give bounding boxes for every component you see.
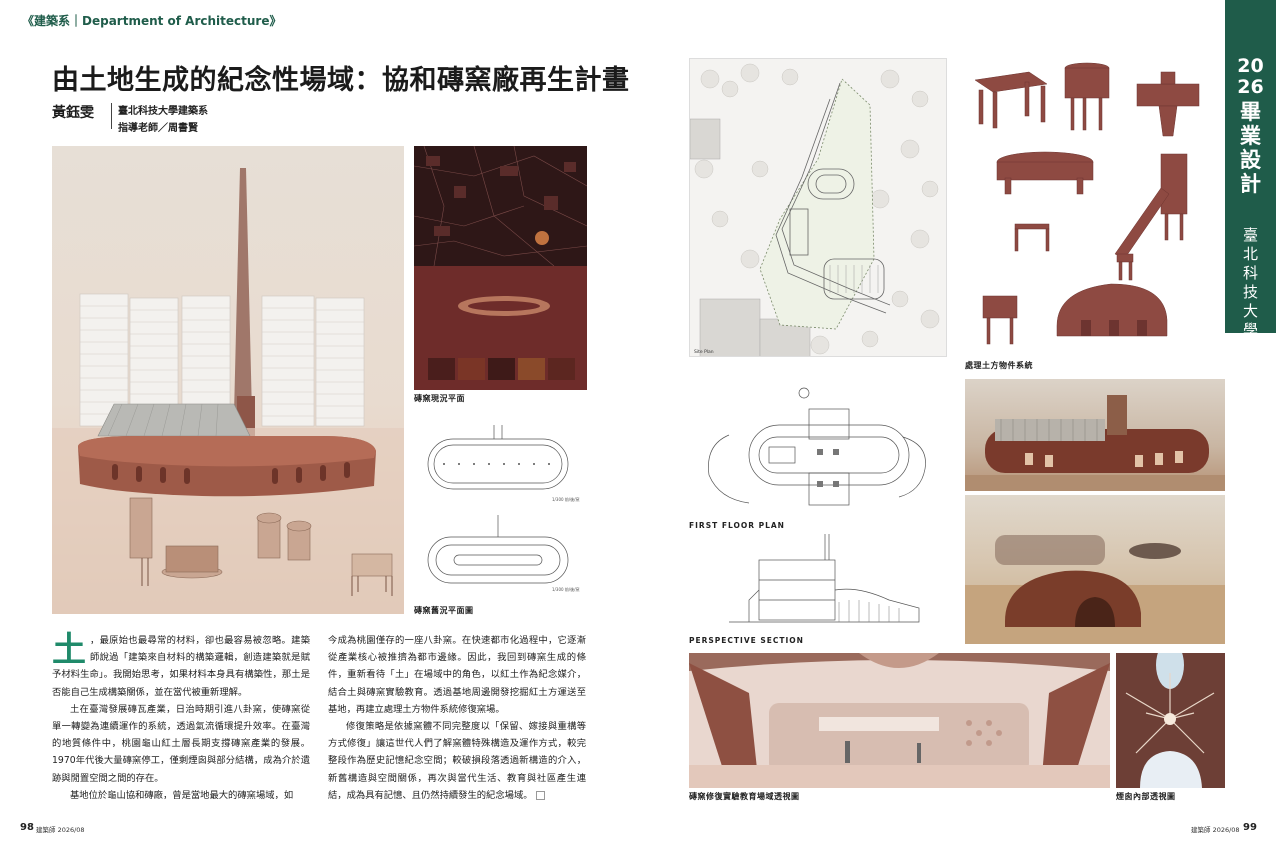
page-number-left: 98 <box>20 822 34 833</box>
article-title: 由土地生成的紀念性場域：協和磚窯廠再生計畫 <box>52 65 630 96</box>
caption-kiln-site-plan: 磚窯現況平面 <box>414 394 465 403</box>
model-photo-kiln-shapes <box>965 395 1225 491</box>
department-label: 《建築系｜Department of Architecture》 <box>22 14 282 28</box>
site-plan-lines <box>690 63 940 356</box>
paragraph-1: ，最原始也最尋常的材料，卻也最容易被忽略。建築師說過「建築來自材料的構築邏輯，創… <box>52 635 310 698</box>
perspective-section-drawing <box>689 530 954 630</box>
dropcap: 土 <box>52 630 86 670</box>
paragraph-2: 土在臺灣發展磚瓦產業，日治時期引進八卦窯，使磚窯從單一轉變為連續運作的系統，透過… <box>52 703 310 784</box>
caption-kiln-old-plan: 磚窯舊況平面圖 <box>414 606 474 615</box>
kiln-plan-lines <box>427 425 569 584</box>
first-floor-plan-label: FIRST FLOOR PLAN <box>689 521 785 530</box>
paragraph-3: 基地位於龜山協和磚廠，曾是當地最大的磚窯場域，如 <box>70 789 294 801</box>
caption-experience-perspective: 磚窯修復實驗教育場域透視圖 <box>689 792 800 801</box>
kiln-current-site-drawing <box>414 146 587 390</box>
experience-space-perspective-shapes <box>689 653 1110 788</box>
kiln-current-site-map <box>414 146 587 390</box>
author-divider <box>111 103 112 129</box>
first-floor-plan-lines <box>708 387 926 506</box>
paragraph-4: 修復策略是依據窯體不同完整度以「保留、嫁接與重構等方式修復」讓這世代人們了解窯體… <box>328 721 586 801</box>
perspective-section-lines <box>729 534 920 623</box>
site-plan-label: Site Plan <box>694 350 714 355</box>
tab-university: 臺北科技大學 <box>1242 226 1258 339</box>
plan-label-1: 1/300 前/後/窯 <box>552 497 580 502</box>
tab-graduation-design: 畢業設計 <box>1240 100 1261 196</box>
model-photo-kiln <box>965 379 1225 491</box>
end-mark-icon <box>535 790 545 800</box>
model-photo-dome <box>965 495 1225 644</box>
earth-object-system-drawing <box>965 58 1225 356</box>
body-column-2: 今成為桃園僅存的一座八卦窯。在快速都市化過程中，它逐漸從產業核心被推擠為都市邊緣… <box>328 632 586 804</box>
kiln-plan-drawings: 1/300 前/後/窯 1/300 前/後/窯 <box>414 405 587 605</box>
kiln-rendering-drawing <box>52 168 404 614</box>
kiln-rendering-image <box>52 146 404 614</box>
earth-object-shapes <box>974 62 1200 345</box>
experience-space-perspective <box>689 653 1110 788</box>
perspective-section-label: PERSPECTIVE SECTION <box>689 636 804 645</box>
magazine-label-left: 建築師 2026/08 <box>36 826 85 834</box>
paragraph-3-continued: 今成為桃園僅存的一座八卦窯。在快速都市化過程中，它逐漸從產業核心被推擠為都市邊緣… <box>328 635 586 715</box>
chimney-interior-shapes <box>1125 653 1215 788</box>
page-number-right: 99 <box>1243 822 1257 833</box>
model-photo-dome-shapes <box>965 535 1225 644</box>
body-column-1: 土 ，最原始也最尋常的材料，卻也最容易被忽略。建築師說過「建築來自材料的構築邏輯… <box>52 632 310 804</box>
caption-earth-objects: 處理土方物件系統 <box>965 361 1033 370</box>
chimney-interior-perspective <box>1116 653 1225 788</box>
caption-chimney-perspective: 煙囪內部透視圖 <box>1116 792 1176 801</box>
site-plan-drawing: Site Plan <box>689 58 947 357</box>
magazine-label-right: 建築師 2026/08 <box>1191 826 1240 834</box>
advisor-name: 指導老師／周書賢 <box>118 123 198 134</box>
first-floor-plan-drawing <box>689 385 954 520</box>
school-name: 臺北科技大學建築系 <box>118 106 208 117</box>
plan-label-2: 1/300 前/後/窯 <box>552 587 580 592</box>
author-name: 黃鈺雯 <box>52 105 94 121</box>
